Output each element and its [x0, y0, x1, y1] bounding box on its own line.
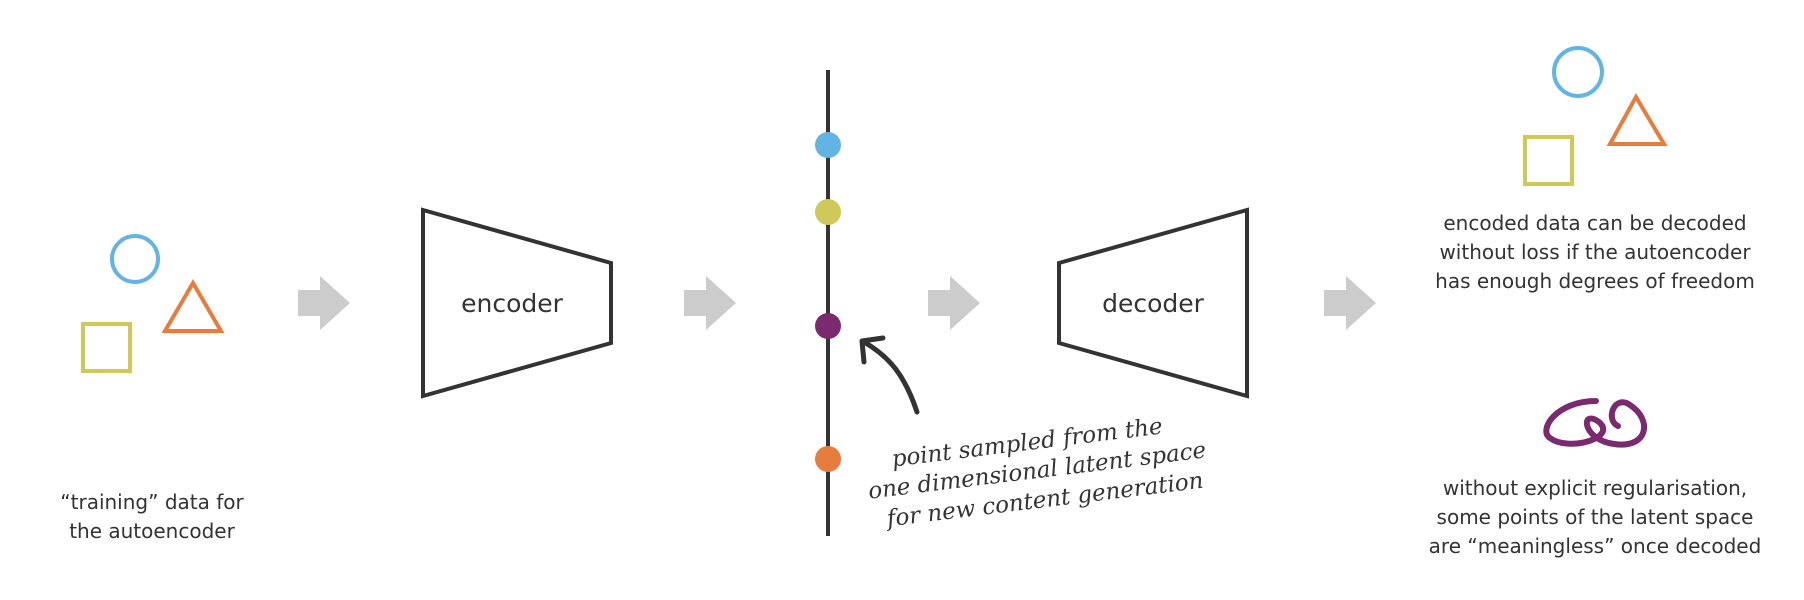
latent-point-olive [815, 199, 841, 225]
caption-line: has enough degrees of freedom [1435, 269, 1755, 293]
caption-line: encoded data can be decoded [1443, 211, 1747, 235]
decoded-caption: encoded data can be decoded without loss… [1420, 209, 1770, 296]
blue-circle-input [110, 234, 160, 284]
blue-circle-output [1552, 46, 1604, 98]
arrow-right-icon [1324, 276, 1376, 330]
arrow-right-icon [298, 276, 350, 330]
meaningless-squiggle [1543, 398, 1648, 448]
arrow-right-icon [928, 276, 980, 330]
caption-line: “training” data for [60, 490, 244, 514]
orange-triangle-input [161, 279, 225, 333]
encoder-label: encoder [461, 289, 564, 318]
olive-square-output [1523, 135, 1574, 186]
latent-annotation: point sampled from the one dimensional l… [867, 414, 1208, 533]
caption-line: without loss if the autoencoder [1439, 240, 1751, 264]
caption-line: the autoencoder [69, 519, 235, 543]
meaningless-caption: without explicit regularisation, some po… [1420, 474, 1770, 561]
decoder-label: decoder [1102, 289, 1205, 318]
decoder-block: decoder [1057, 207, 1249, 399]
caption-line: are “meaningless” once decoded [1428, 534, 1762, 558]
olive-square-input [81, 322, 132, 373]
arrowhead-icon [859, 335, 886, 365]
latent-point-orange [815, 446, 841, 472]
encoder-block: encoder [421, 207, 613, 399]
training-data-caption: “training” data for the autoencoder [22, 488, 282, 546]
latent-point-blue [815, 132, 841, 158]
caption-line: some points of the latent space [1436, 505, 1754, 529]
orange-triangle-output [1606, 92, 1668, 146]
caption-line: without explicit regularisation, [1442, 476, 1748, 500]
arrow-right-icon [684, 276, 736, 330]
curved-pointer-arrow [861, 339, 920, 415]
latent-point-purple [815, 313, 841, 339]
